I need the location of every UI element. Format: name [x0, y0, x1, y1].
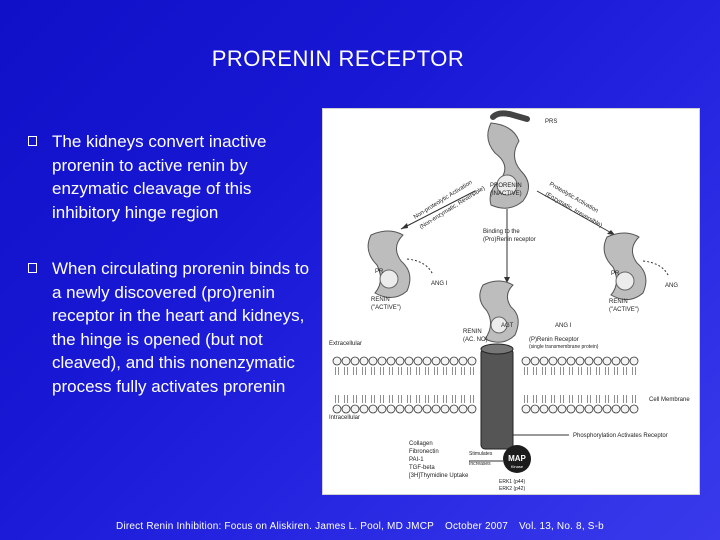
- cell-membrane-bilayer: [332, 356, 639, 414]
- active-left-label: ("ACTIVE"): [371, 305, 401, 311]
- stimulates-label: Stimulates: [469, 451, 493, 457]
- renin-mid-sub-label: (AC. NO): [463, 337, 488, 343]
- footer-volume: Vol. 13, No. 8, S-b: [518, 521, 604, 532]
- footer: Direct Renin Inhibition: Focus on Aliski…: [0, 521, 720, 532]
- renin-mid-label: RENIN: [463, 329, 482, 335]
- collagen-label: Collagen: [409, 441, 433, 447]
- bullet-list: The kidneys convert inactive prorenin to…: [28, 130, 318, 398]
- bullet-text: When circulating prorenin binds to a new…: [52, 259, 310, 396]
- map-kinase-badge: [503, 445, 531, 473]
- inactive-label: (INACTIVE): [490, 191, 522, 197]
- binding-label: Binding to the: [483, 229, 520, 235]
- receptor-bound-renin: [479, 280, 519, 343]
- pr-right-label: PR: [611, 271, 620, 277]
- active-right-label: ("ACTIVE"): [609, 307, 639, 313]
- erk1-label: ERK1 (p44): [499, 479, 525, 485]
- prorenin-molecule: [487, 110, 530, 209]
- map-label: MAP: [508, 454, 526, 463]
- renin-right-label: RENIN: [609, 299, 628, 305]
- erk2-label: ERK2 (p42): [499, 486, 525, 492]
- phosphorylation-label: Phosphorylation Activates Receptor: [573, 433, 668, 439]
- fibronectin-label: Fibronectin: [409, 449, 439, 455]
- receptor-label: (P)Renin Receptor: [529, 337, 579, 343]
- renin-active-right: [603, 232, 647, 300]
- agt-label: AGT: [501, 323, 514, 329]
- bullet-box-icon: [28, 136, 37, 146]
- pr-left-label: PR: [375, 269, 384, 275]
- prorenin-receptor-figure: PRS PRORENIN (INACTIVE) Non-proteolytic …: [323, 109, 699, 494]
- bullet-box-icon: [28, 263, 37, 273]
- pai-label: PAI-1: [409, 457, 424, 463]
- pro-segment-label: PRS: [545, 119, 557, 125]
- receptor-channel: [480, 348, 514, 450]
- extracellular-label: Extracellular: [329, 341, 362, 347]
- kinase-label: Kinase: [511, 464, 524, 469]
- renin-active-left: [367, 230, 411, 298]
- receptor-sub-label: (single transmembrane protein): [529, 344, 599, 350]
- cell-membrane-label: Cell Membrane: [649, 397, 690, 403]
- ang1-mid-label: ANG I: [555, 323, 572, 329]
- thymidine-label: [3H]Thymidine Uptake: [409, 473, 469, 479]
- footer-citation: Direct Renin Inhibition: Focus on Aliski…: [116, 521, 435, 532]
- binding-receptor-label: (Pro)Renin receptor: [483, 237, 536, 243]
- figure-diagram: PRS PRORENIN (INACTIVE) Non-proteolytic …: [329, 110, 690, 492]
- bullet-text: The kidneys convert inactive prorenin to…: [52, 132, 267, 222]
- slide-title: PRORENIN RECEPTOR: [211, 46, 465, 71]
- ang1-left-label: ANG I: [431, 281, 448, 287]
- increases-label: Increases: [469, 461, 491, 467]
- footer-date: October 2007: [445, 521, 508, 532]
- bullet-item: When circulating prorenin binds to a new…: [28, 257, 318, 398]
- tgf-label: TGF-beta: [409, 465, 435, 471]
- prorenin-label: PRORENIN: [490, 183, 522, 189]
- renin-left-label: RENIN: [371, 297, 390, 303]
- intracellular-label: Intracellular: [329, 415, 360, 421]
- bullet-item: The kidneys convert inactive prorenin to…: [28, 130, 318, 224]
- ang-right-label: ANG: [665, 283, 678, 289]
